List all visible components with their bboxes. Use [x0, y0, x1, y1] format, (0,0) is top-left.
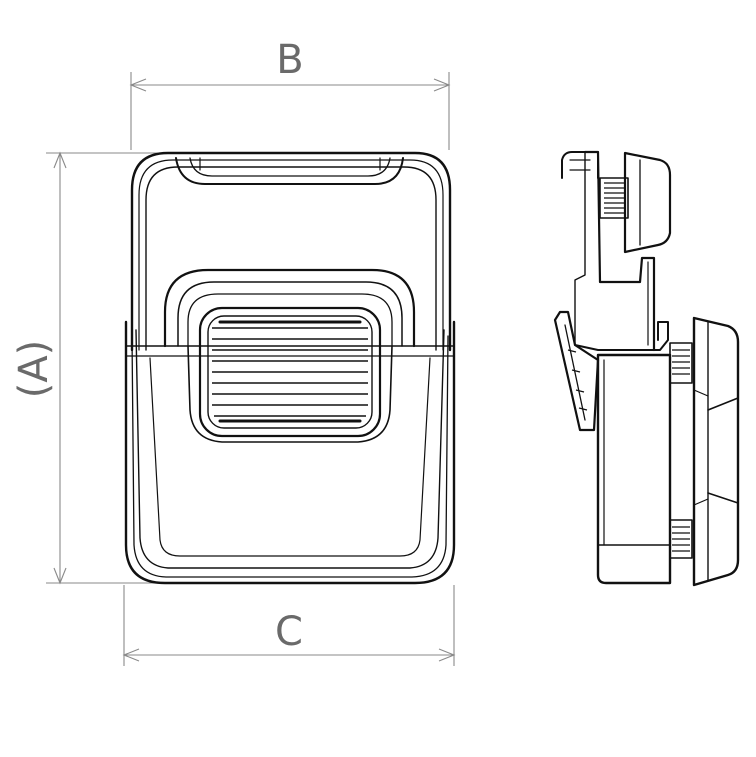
dimension-b-label: B: [276, 37, 303, 83]
dimension-c: C: [122, 585, 456, 666]
side-view: [553, 150, 740, 587]
dimension-c-label: C: [275, 609, 303, 655]
lever: [553, 310, 600, 432]
spine: [583, 150, 656, 352]
top-slot: [175, 157, 404, 185]
top-cap: [623, 151, 672, 254]
button-surround: [163, 268, 416, 348]
dimension-b: B: [129, 37, 451, 150]
front-view: [124, 151, 456, 585]
side-cap: [692, 316, 740, 587]
top-hook: [561, 151, 599, 179]
dimension-a: (A): [11, 151, 170, 585]
button-ribs: [212, 327, 368, 417]
lower-body-outline: [124, 320, 456, 585]
push-button: [198, 306, 382, 438]
dimension-a-label: (A): [11, 340, 57, 399]
lower-block: [596, 353, 672, 585]
upper-housing-outline: [130, 151, 452, 352]
